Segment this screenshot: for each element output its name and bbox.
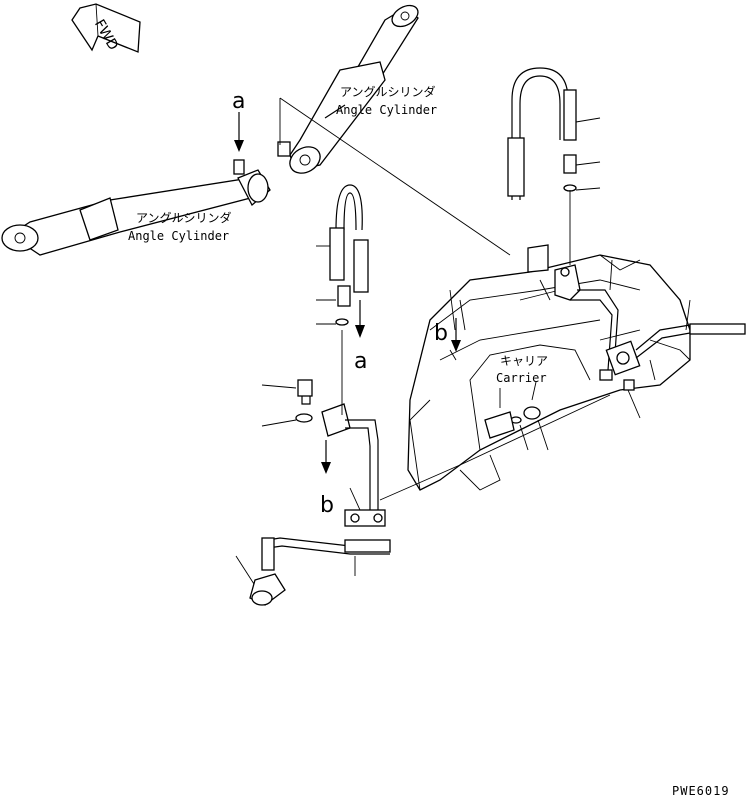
arrow-b-mid-icon (451, 318, 461, 352)
nut-carrier (484, 406, 541, 439)
cyl-top-ja-label: アングルシリンダ (340, 84, 436, 99)
hose-center (329, 184, 369, 326)
marker-a-mid: a (354, 349, 367, 374)
carrier-body (407, 254, 691, 491)
arrow-a-top-icon (234, 112, 244, 152)
fwd-arrow-icon: FWD (71, 3, 141, 53)
angle-cylinder-left (1, 159, 271, 256)
pipe-left (321, 403, 386, 527)
valve-right (599, 323, 746, 391)
cyl-top-en-label: Angle Cylinder (336, 103, 437, 117)
angle-cylinder-upper (277, 4, 419, 174)
drawing-code: PWE6019 (672, 784, 730, 798)
marker-b-mid: b (434, 321, 448, 346)
marker-b-bottom: b (320, 493, 334, 518)
cyl-left-en-label: Angle Cylinder (128, 229, 229, 243)
cyl-left-ja-label: アングルシリンダ (136, 210, 232, 225)
hose-upper-right (507, 67, 577, 200)
arrow-a-mid-icon (355, 300, 365, 338)
hose-bottom (249, 537, 391, 606)
bolt-left (295, 379, 313, 423)
arrow-b-bottom-icon (321, 440, 331, 474)
carrier-bracket (527, 244, 581, 301)
marker-a-top: a (232, 89, 245, 114)
carrier-en-label: Carrier (496, 371, 547, 385)
leader-lines (235, 117, 691, 585)
carrier-ja-label: キャリア (500, 354, 548, 368)
